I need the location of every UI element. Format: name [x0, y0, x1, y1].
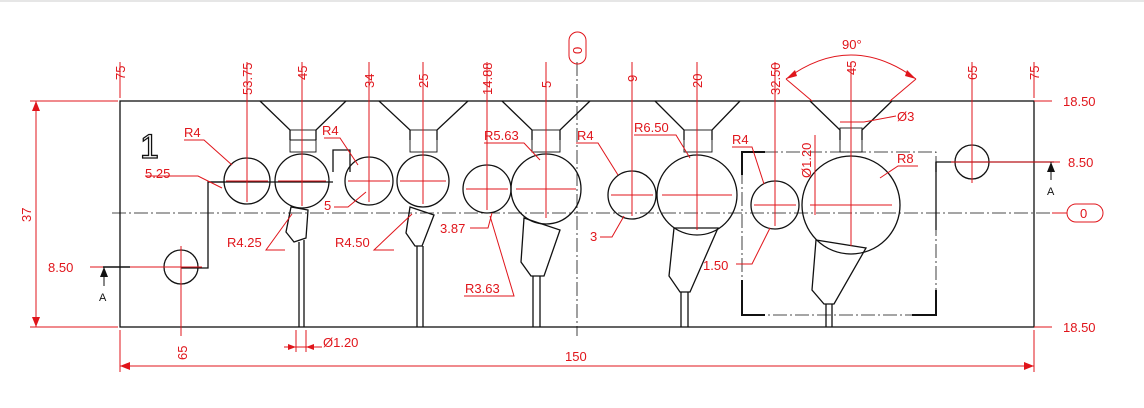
label-r4-2: R4: [322, 123, 339, 138]
dim-5-25: 5.25: [145, 166, 170, 181]
dim-angle-90: 90°: [842, 37, 862, 52]
dim-right-8-50: 8.50: [1068, 155, 1093, 170]
dim-height-37: 37: [19, 208, 34, 222]
dim-overall-150: 150: [565, 349, 587, 364]
section-label-a-left: A: [99, 292, 107, 304]
channel-path: [181, 181, 225, 269]
label-r4-25: R4.25: [227, 235, 262, 250]
dim-right-18-50-bottom: 18.50: [1063, 320, 1096, 335]
top-extension-lines: [119, 62, 1035, 184]
funnel-cell-4: [607, 100, 741, 327]
dim-phi-1-20-bottom: Ø1.20: [323, 335, 358, 350]
svg-text:0: 0: [1080, 206, 1087, 221]
label-r8: R8: [897, 151, 914, 166]
dim-bottom-65: 65: [175, 346, 190, 360]
dim-top-65: 65: [965, 66, 980, 80]
dim-3: 3: [590, 229, 597, 244]
label-r5-63: R5.63: [484, 128, 519, 143]
dim-5: 5: [324, 198, 331, 213]
dim-top-20: 20: [690, 74, 705, 88]
label-r4-3: R4: [577, 128, 594, 143]
top-dimensions: 75 53.75 45 34 25 14.88 5 9 20 32.50 45 …: [113, 61, 1042, 95]
dim-top-5: 5: [539, 81, 554, 88]
label-r4-1: R4: [184, 125, 201, 140]
dim-3-87: 3.87: [440, 221, 465, 236]
label-r3-63: R3.63: [465, 281, 500, 296]
dim-top-53-75: 53.75: [240, 62, 255, 95]
section-label-a-right: A: [1047, 186, 1055, 198]
dim-top-45-b: 45: [844, 61, 859, 75]
label-r4-50: R4.50: [335, 235, 370, 250]
label-r4-4: R4: [732, 132, 749, 147]
svg-text:Ø3: Ø3: [897, 109, 914, 124]
callout-phi3: Ø3: [840, 109, 914, 124]
dim-top-25: 25: [416, 74, 431, 88]
right-side-dimensions: 18.50 18.50 8.50 A: [993, 94, 1096, 335]
dim-top-34: 34: [362, 74, 377, 88]
dim-top-9: 9: [625, 75, 640, 82]
datum-zero-right: 0: [1052, 203, 1104, 223]
part-number: 1: [140, 128, 159, 166]
radius-callouts: R4 R4 R4.25 R4.50 R5.63 R4 R6.50 R4 R8 R…: [184, 120, 918, 297]
dim-top-32-50: 32.50: [768, 62, 783, 95]
bottom-dimensions: 65 150 Ø1.20: [119, 288, 1035, 372]
funnel-cell-2: [344, 100, 469, 327]
dim-top-75-left: 75: [113, 66, 128, 80]
label-r6-50: R6.50: [634, 120, 669, 135]
left-hole-dimension: 8.50 A: [48, 260, 160, 304]
funnel-cell-5: [750, 100, 901, 327]
left-height-dimension: 37: [19, 100, 118, 328]
small-dimensions: 5.25 5 3.87 3 1.50 Ø1.20: [145, 135, 816, 273]
dim-phi-1-20-vertical: Ø1.20: [799, 143, 814, 178]
svg-text:0: 0: [570, 47, 585, 54]
section-region: [741, 151, 937, 316]
angle-dimension: 90°: [785, 37, 917, 102]
datum-zero-top: 0: [568, 31, 587, 65]
dim-top-14-88: 14.88: [480, 62, 495, 95]
dim-top-45-a: 45: [295, 66, 310, 80]
center-marks: [160, 141, 993, 288]
dim-1-50: 1.50: [703, 258, 728, 273]
dim-right-18-50-top: 18.50: [1063, 94, 1096, 109]
dim-left-8-50: 8.50: [48, 260, 73, 275]
dim-top-75-right: 75: [1027, 66, 1042, 80]
